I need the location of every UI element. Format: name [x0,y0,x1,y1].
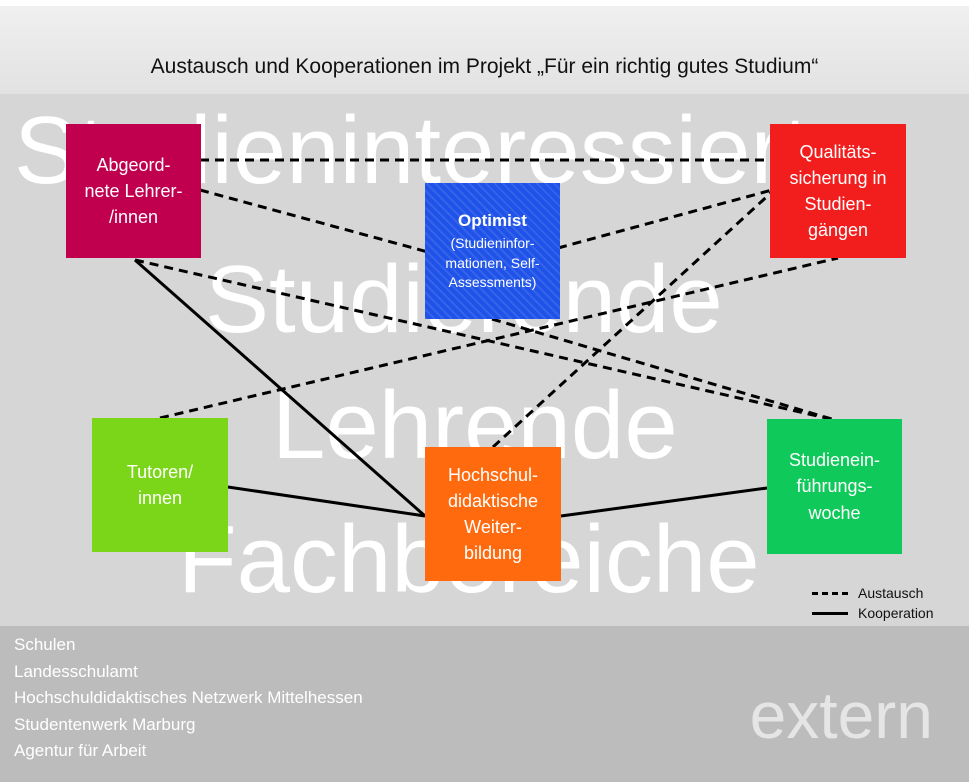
legend-label-austausch: Austausch [858,585,924,601]
edge-lehrer-optimist [199,188,429,254]
solid-line-swatch [812,611,848,615]
diagram-title: Austausch und Kooperationen im Projekt „… [150,55,819,78]
title-band [0,6,969,94]
external-partner-list: Schulen Landesschulamt Hochschuldidaktis… [14,632,363,765]
edge-optimist-studieneinfuehrung [491,317,836,422]
legend-item-kooperation: Kooperation [812,603,934,623]
external-partner: Agentur für Arbeit [14,741,147,760]
background-word-extern: extern [749,678,933,752]
external-partner: Hochschuldidaktisches Netzwerk Mittelhes… [14,688,363,707]
edge-lehrer-hochschul [134,258,426,518]
legend: Austausch Kooperation [812,583,934,623]
legend-item-austausch: Austausch [812,583,934,603]
node-abgeordnete-lehrer: Abgeord- nete Lehrer- /innen [66,124,201,258]
optimist-title: Optimist [458,211,527,231]
edge-hochschul-qualitaet [491,178,787,449]
external-area [0,626,969,782]
dashed-line-swatch [812,591,848,595]
node-hochschuldidaktische-weiterbildung: Hochschul- didaktische Weiter- bildung [425,447,561,581]
edge-hochschul-studieneinfuehrung [560,486,768,518]
node-optimist: Optimist (Studieninfor- mationen, Self- … [425,183,560,319]
node-studieneinfuehrungswoche: Studienein- führungs- woche [767,419,902,554]
legend-label-kooperation: Kooperation [858,605,934,621]
edge-tutoren-qualitaet [159,256,839,420]
external-partner: Studentenwerk Marburg [14,714,196,734]
external-partner: Schulen [14,635,76,654]
edge-optimist-qualitaet [557,188,773,250]
node-tutoren: Tutoren/ innen [92,418,228,552]
external-partner: Landesschulamt [14,661,138,681]
node-qualitaetssicherung: Qualitäts- sicherung in Studien- gängen [770,124,906,258]
edge-tutoren-hochschul [227,485,426,518]
optimist-subtitle: (Studieninfor- mationen, Self- Assessmen… [445,234,540,291]
